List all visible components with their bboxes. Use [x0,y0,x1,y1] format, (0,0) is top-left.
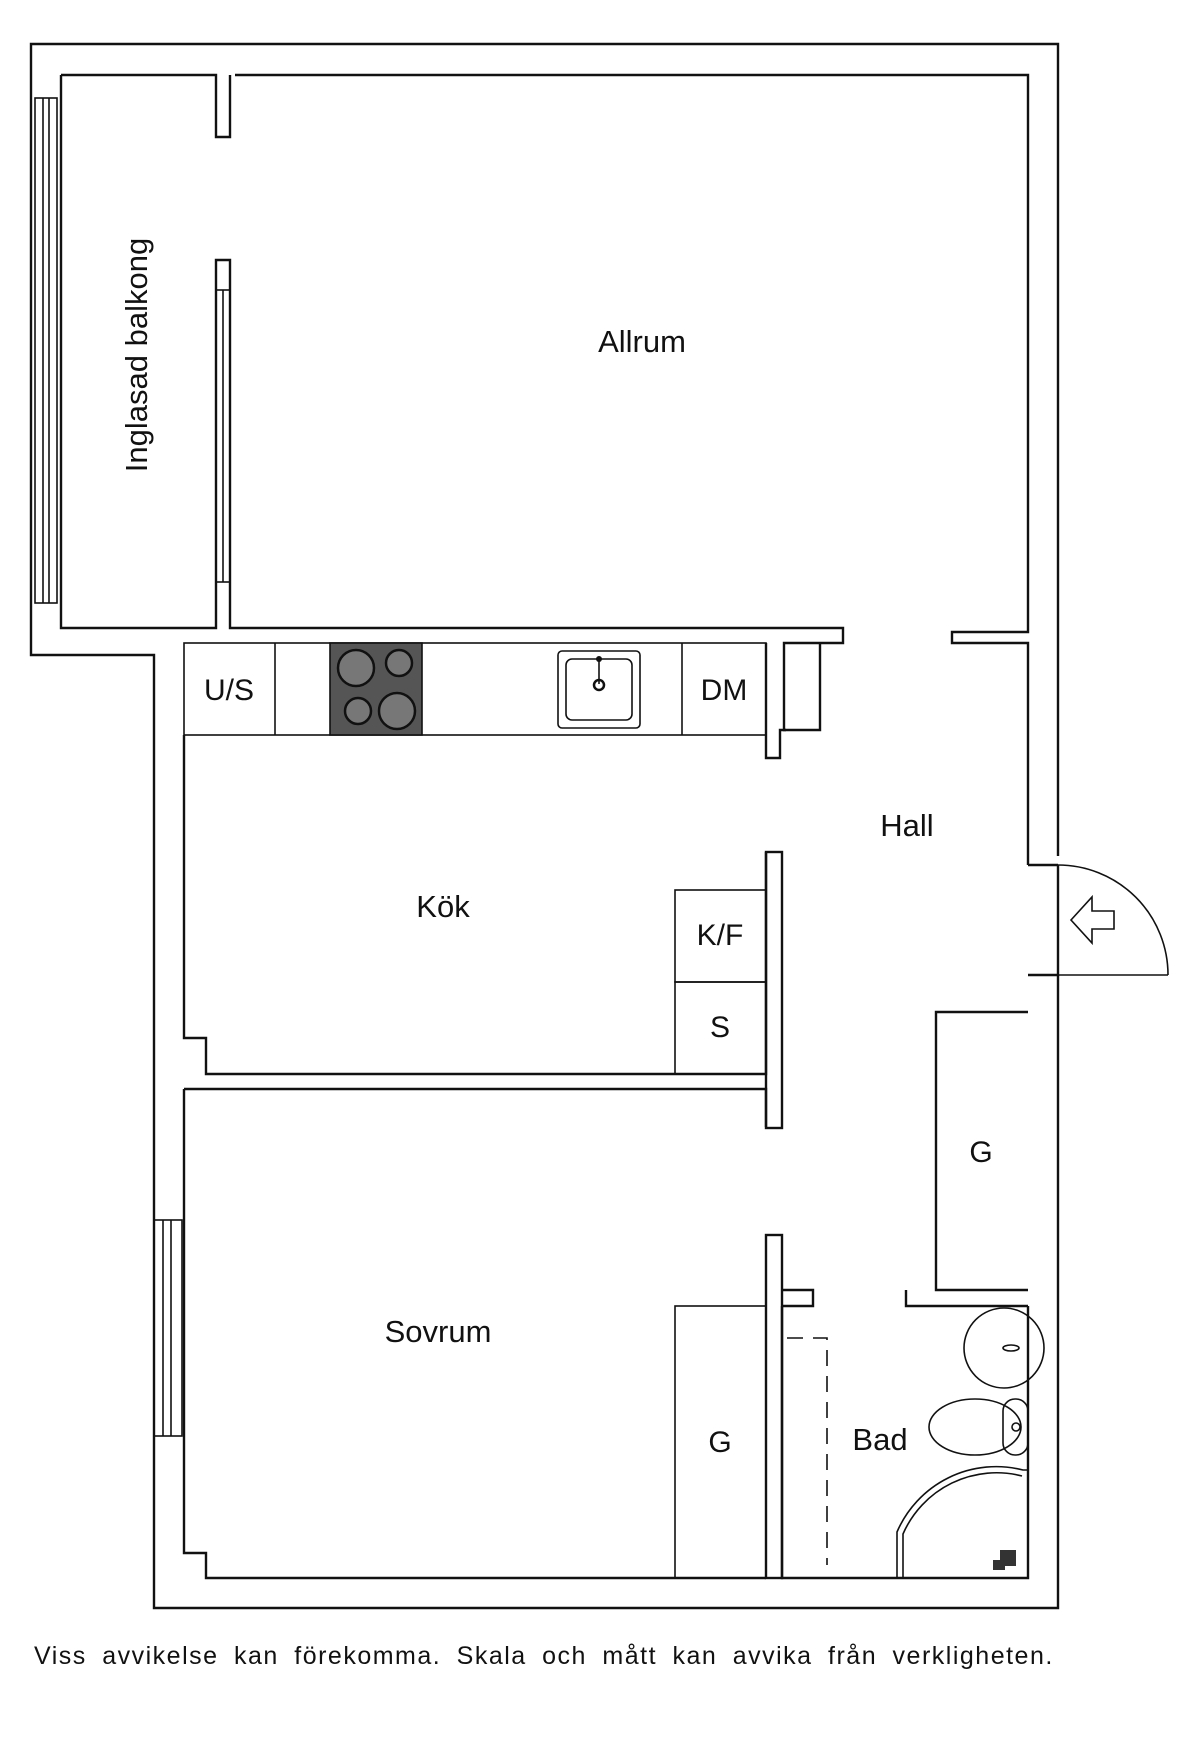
bathroom [780,1306,1045,1580]
label-sovrum: Sovrum [385,1314,492,1349]
kitchen-counter [183,642,822,760]
label-allrum: Allrum [598,324,686,359]
label-bad: Bad [852,1422,907,1457]
balcony-window [34,97,58,604]
disclaimer-text: Viss avvikelse kan förekomma. Skala och … [34,1642,1054,1670]
label-kf: K/F [697,919,744,952]
hall-wardrobe [904,1010,1028,1308]
balcony-door-window [215,289,231,583]
label-kok: Kök [416,889,470,924]
outer-walls [29,42,1060,1610]
kitchen-sink [557,650,641,729]
label-dm: DM [701,674,748,707]
label-s: S [710,1011,730,1044]
entrance-door [1028,863,1169,977]
kitchen-walls [182,735,784,1130]
bedroom-window [153,1219,183,1437]
label-hall: Hall [880,808,933,843]
label-g-hall: G [969,1136,992,1169]
bedroom-walls [182,1089,815,1580]
stove [329,642,423,736]
label-us: U/S [204,674,254,707]
label-balkong: Inglasad balkong [119,238,154,472]
label-g-sovrum: G [708,1426,731,1459]
